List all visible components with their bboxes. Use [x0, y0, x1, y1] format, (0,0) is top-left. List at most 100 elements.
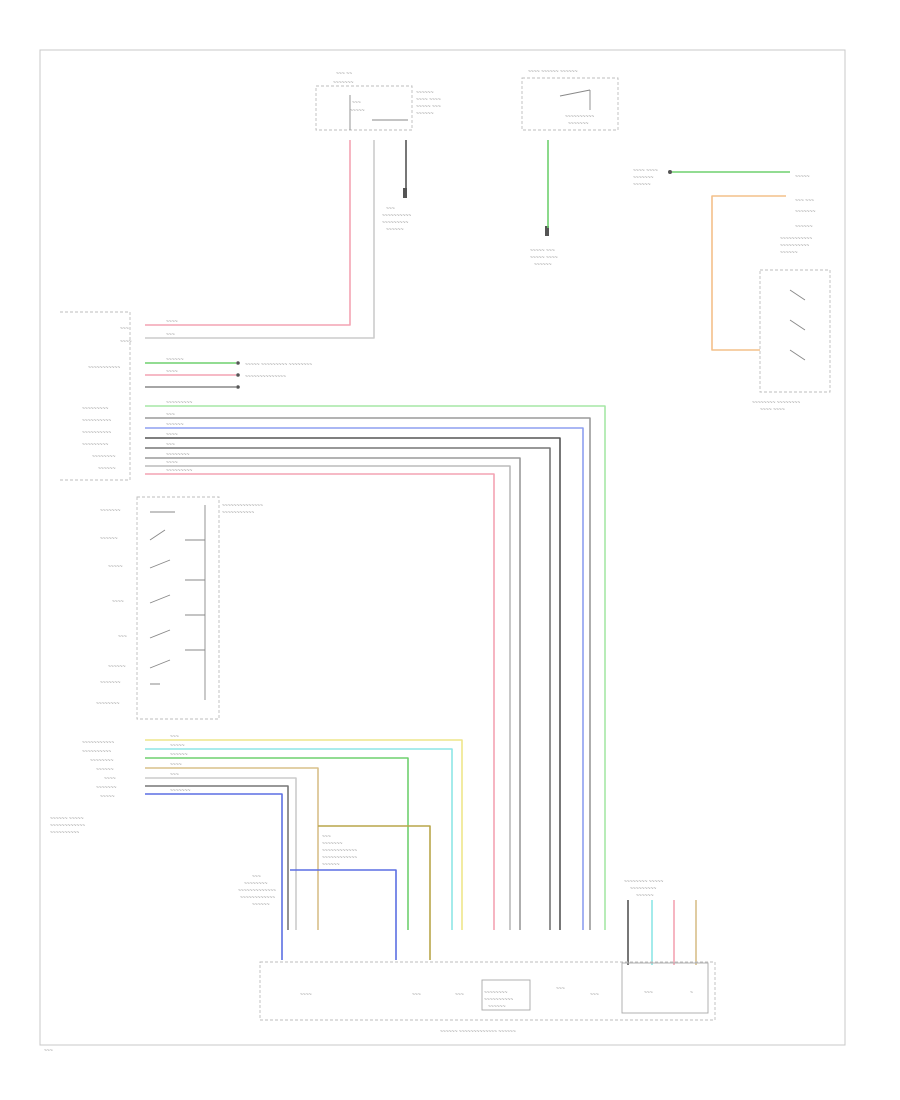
range-switch-panel: ~~~~~~~~~~~~~~ ~~~~~~~~~~~ ~~~~~~~ ~~~~~… [96, 496, 263, 720]
svg-text:~~~~~~: ~~~~~~ [416, 90, 434, 96]
svg-text:~~~~~~ ~~~~~~~~~~~~~ ~~~~~~: ~~~~~~ ~~~~~~~~~~~~~ ~~~~~~ [440, 1029, 516, 1035]
svg-text:~~~~~~~~: ~~~~~~~~ [484, 990, 507, 996]
svg-text:~~~~~~: ~~~~~~ [166, 422, 184, 428]
svg-text:~~~~ ~~~~: ~~~~ ~~~~ [633, 168, 658, 174]
svg-text:~~~~~: ~~~~~ [795, 174, 810, 180]
svg-text:~~~: ~~~ [455, 992, 464, 998]
svg-text:~~~~~ ~~~~~~~~~ ~~~~~~~~: ~~~~~ ~~~~~~~~~ ~~~~~~~~ [245, 362, 312, 368]
svg-text:~~~: ~~~ [118, 634, 127, 640]
bottom-harness-wires: ~~~ ~~~~~ ~~~~~~ ~~~~ ~~~ ~~~~~~~ [145, 734, 463, 960]
svg-text:~~~: ~~~ [556, 986, 565, 992]
svg-text:~~~~~~~~~~~: ~~~~~~~~~~~ [780, 236, 812, 242]
bottom-control-block: ~~~~~~~~ ~~~~~~~~~~ ~~~~~~ ~~~~ ~~~ ~~~ … [259, 961, 716, 1035]
svg-text:~~~~~~~~~~~~: ~~~~~~~~~~~~ [322, 848, 357, 854]
svg-text:~~~~~~: ~~~~~~ [416, 111, 434, 117]
svg-text:~~~: ~~~ [352, 100, 361, 106]
svg-text:~~~~~~: ~~~~~~ [386, 227, 404, 233]
svg-text:~~~ ~~: ~~~ ~~ [336, 71, 352, 77]
svg-text:~~~~~~~~~~~~: ~~~~~~~~~~~~ [322, 855, 357, 861]
svg-text:~~~~~~: ~~~~~~ [252, 902, 270, 908]
svg-text:~~~~: ~~~~ [120, 339, 132, 345]
svg-text:~~~~~~: ~~~~~~ [100, 536, 118, 542]
svg-text:~: ~ [690, 990, 693, 996]
top-fuse-block: ~~~ ~~ ~~~~~~~ ~~~ ~~~~~ ~~~~~~ ~~~~ ~~~… [315, 71, 441, 131]
diagram-frame [39, 49, 846, 1046]
svg-text:~~~~~: ~~~~~ [170, 743, 185, 749]
svg-text:~~~~~~~~~~: ~~~~~~~~~~ [780, 243, 809, 249]
svg-text:~~~~~~: ~~~~~~ [795, 224, 813, 230]
svg-text:~~~~~~~~~~: ~~~~~~~~~~ [382, 213, 411, 219]
svg-text:~~~~~~: ~~~~~~ [636, 893, 654, 899]
external-connector: ~~~~~~~~ ~~~~~ ~~~~~~~~~ ~~~~~~ ~~~ ~ [621, 879, 709, 1014]
svg-text:~~~~: ~~~~ [166, 319, 178, 325]
svg-text:~~~~~~: ~~~~~~ [780, 250, 798, 256]
svg-text:~~~: ~~~ [120, 326, 129, 332]
svg-text:~~~~~~~~~: ~~~~~~~~~ [166, 468, 192, 474]
svg-text:~~~: ~~~ [166, 442, 175, 448]
svg-text:~~~~ ~~~~: ~~~~ ~~~~ [416, 97, 441, 103]
top-wires [145, 140, 790, 351]
svg-text:~~~~~~~~~~: ~~~~~~~~~~ [82, 749, 111, 755]
svg-text:~~~: ~~~ [170, 772, 179, 778]
svg-text:~~~: ~~~ [590, 992, 599, 998]
svg-text:~~~: ~~~ [170, 734, 179, 740]
svg-text:~~~~~~~~~~~~~~: ~~~~~~~~~~~~~~ [245, 374, 286, 380]
svg-text:~~~~~~~~~~: ~~~~~~~~~~ [565, 114, 594, 120]
svg-text:~~~~~~~~: ~~~~~~~~ [166, 452, 189, 458]
svg-text:~~~~: ~~~~ [112, 599, 124, 605]
svg-text:~~~~~: ~~~~~ [108, 564, 123, 570]
svg-text:~~~~~~~: ~~~~~~~ [633, 175, 654, 181]
svg-text:~~~~~~~: ~~~~~~~ [322, 841, 343, 847]
svg-text:~~~~~~ ~~~~~: ~~~~~~ ~~~~~ [50, 816, 84, 822]
svg-text:~~~~~: ~~~~~ [350, 108, 365, 114]
svg-text:~~~~~~~~~: ~~~~~~~~~ [82, 406, 108, 412]
svg-text:~~~: ~~~ [252, 874, 261, 880]
footer-code: ~~~ [44, 1048, 53, 1054]
svg-text:~~~~~~~~~: ~~~~~~~~~ [166, 400, 192, 406]
svg-text:~~~~ ~~~~: ~~~~ ~~~~ [760, 407, 785, 413]
svg-text:~~~~~~~~~~~~~: ~~~~~~~~~~~~~ [238, 888, 276, 894]
splice-notes: ~~~ ~~~~~~~~ ~~~~~~~~~~~~~ ~~~~~~~~~~~~ … [238, 834, 357, 908]
module-harness-wires: ~~~~~~~~~ ~~~ ~~~~~~ ~~~~ ~~~ ~~~~~~~~ ~… [145, 319, 606, 930]
svg-text:~~~: ~~~ [166, 332, 175, 338]
svg-text:~~~~~~: ~~~~~~ [488, 1004, 506, 1010]
svg-text:~~~~: ~~~~ [170, 762, 182, 768]
svg-text:~~~~~~~~~: ~~~~~~~~~ [382, 220, 408, 226]
svg-text:~~~~~~: ~~~~~~ [322, 862, 340, 868]
svg-text:~~~~~~~~~: ~~~~~~~~~ [82, 442, 108, 448]
svg-text:~~~: ~~~ [412, 992, 421, 998]
svg-text:~~~~~~~: ~~~~~~~ [170, 788, 191, 794]
svg-text:~~~~~~~: ~~~~~~~ [100, 680, 121, 686]
svg-text:~~~~~: ~~~~~ [100, 794, 115, 800]
ground-left: ~~~ ~~~~~~~~~~ ~~~~~~~~~ ~~~~~~ [382, 188, 411, 233]
svg-text:~~~~~~~~~~~: ~~~~~~~~~~~ [88, 365, 120, 371]
svg-text:~~~~~~~~~~: ~~~~~~~~~~ [82, 418, 111, 424]
svg-text:~~~~ ~~~~~~ ~~~~~~: ~~~~ ~~~~~~ ~~~~~~ [528, 69, 578, 75]
svg-text:~~~~~ ~~~: ~~~~~ ~~~ [416, 104, 441, 110]
svg-text:~~~~~~~~~~~: ~~~~~~~~~~~ [82, 740, 114, 746]
control-module-connector: ~~~ ~~~~ ~~~~~~~~~~~ ~~~~~~~~~ ~~~~~~~~~… [60, 311, 312, 481]
svg-text:~~~~~~~: ~~~~~~~ [568, 121, 589, 127]
svg-text:~~~~~~~~~~: ~~~~~~~~~~ [82, 430, 111, 436]
svg-text:~~~~~~~~~~~~~~: ~~~~~~~~~~~~~~ [222, 503, 263, 509]
module-bottom-connector: ~~~~~~~~~~~ ~~~~~~~~~~ ~~~~~~~~ ~~~~~~ ~… [50, 740, 117, 836]
svg-text:~~~~~~~~: ~~~~~~~~ [90, 758, 113, 764]
right-switch-assembly: ~~~~ ~~~~ ~~~~~~~ ~~~~~~ ~~~~~ ~~~ ~~~ ~… [633, 168, 831, 413]
svg-text:~~~: ~~~ [166, 412, 175, 418]
svg-text:~~~: ~~~ [386, 206, 395, 212]
svg-text:~~~~: ~~~~ [300, 992, 312, 998]
svg-text:~~~: ~~~ [322, 834, 331, 840]
svg-text:~~~~~~~~~~: ~~~~~~~~~~ [50, 830, 79, 836]
svg-text:~~~~~~~: ~~~~~~~ [795, 209, 816, 215]
svg-text:~~~~~~~~~~~~: ~~~~~~~~~~~~ [50, 823, 85, 829]
svg-text:~~~~~~~: ~~~~~~~ [100, 508, 121, 514]
svg-text:~~~~~~: ~~~~~~ [96, 767, 114, 773]
svg-text:~~~~~~~: ~~~~~~~ [333, 80, 354, 86]
svg-text:~~~~~~~~: ~~~~~~~~ [92, 454, 115, 460]
svg-text:~~~~: ~~~~ [104, 776, 116, 782]
svg-text:~~~~~~~~~~~: ~~~~~~~~~~~ [222, 510, 254, 516]
svg-text:~~~~: ~~~~ [166, 432, 178, 438]
svg-text:~~~~~~: ~~~~~~ [166, 357, 184, 363]
svg-text:~~~~~ ~~~~: ~~~~~ ~~~~ [530, 255, 558, 261]
